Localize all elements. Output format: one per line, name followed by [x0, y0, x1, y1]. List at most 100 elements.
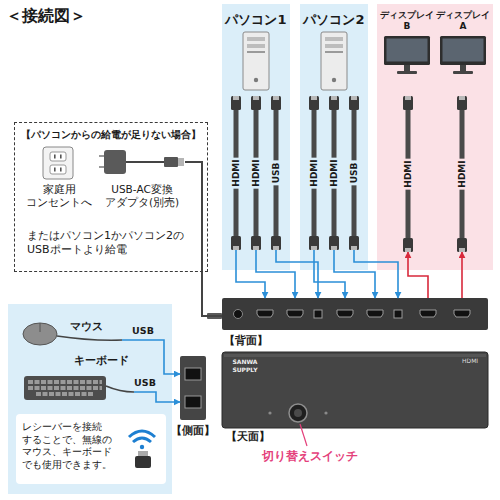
usb-a-port: [185, 396, 201, 408]
cable-plug: [273, 246, 279, 250]
rear-panel: 【背面】: [222, 298, 488, 330]
node-label: USB-AC変換 アダプタ(別売): [99, 183, 185, 209]
mouse-cord: [57, 336, 122, 340]
cable-plug: [253, 96, 259, 100]
cable-plug: [251, 236, 261, 250]
side-panel: 【側面】: [180, 356, 206, 420]
cable-connector: [349, 96, 398, 298]
outlet-icon: [60, 155, 62, 159]
node-label: キーボード: [74, 354, 129, 368]
switch-dial: [289, 404, 307, 422]
cable-plug: [311, 96, 317, 100]
cable-plug: [403, 96, 413, 110]
receiver-icon: [135, 456, 151, 468]
hdmi-port: [420, 310, 436, 317]
adapter-cord: [126, 161, 164, 163]
pc-panel-ground: [300, 4, 368, 270]
cable-label: HDMI: [457, 158, 468, 189]
node-label: 【側面】: [171, 424, 215, 438]
cable-label: HDMI: [329, 157, 340, 188]
monitor-icon: [404, 65, 410, 71]
input-panel-ground: [8, 304, 172, 494]
signal-wire: [354, 250, 398, 298]
leader-line: [300, 424, 307, 446]
dc-jack: [234, 310, 243, 319]
hdmi-port: [287, 310, 303, 317]
keyboard-icon: [36, 392, 94, 396]
node-label: パソコン1: [222, 12, 290, 28]
hdmi-port: [367, 310, 383, 317]
outlet-icon: [54, 168, 56, 172]
tower-icon: [321, 32, 347, 90]
monitor-icon: [453, 71, 473, 74]
adapter-icon: [104, 150, 126, 174]
tower-icon: [254, 78, 258, 82]
brand-logo: SANWA SUPPLY: [230, 358, 260, 373]
cable-plug: [271, 96, 281, 110]
cable-plug: [351, 246, 357, 250]
cable-plug: [309, 236, 319, 250]
cable-plug: [459, 96, 465, 100]
cable-plug: [403, 238, 413, 252]
outlet-icon: [50, 165, 66, 174]
cable-plug: [273, 96, 279, 100]
keyboard-cord: [106, 386, 134, 392]
cable-plug: [405, 248, 411, 252]
node-label: ディスプレイ B: [379, 10, 435, 33]
signal-wire: [314, 250, 345, 298]
cable-label: USB: [349, 161, 360, 186]
usb-plug: [164, 157, 178, 167]
cable-connector: [403, 96, 428, 298]
computer-panel: パソコン1: [222, 4, 290, 96]
hdmi-port: [337, 310, 353, 317]
mouse-node: マウス: [22, 318, 122, 348]
display-node: ディスプレイ B: [379, 4, 435, 96]
outlet-icon: [43, 147, 73, 179]
switch-dial: [294, 409, 302, 417]
monitor-icon: [397, 71, 417, 74]
display-node: ディスプレイ A: [435, 4, 491, 96]
power-cord: [185, 162, 222, 316]
outlet-icon: [54, 155, 56, 159]
cable-connector: [251, 96, 295, 298]
display-panel-ground: [377, 4, 493, 270]
side-panel-body: [180, 356, 206, 420]
node-label: 【パソコンからの給電が足りない場合】: [17, 129, 204, 142]
rear-panel-body: [222, 298, 488, 330]
cable-plug: [329, 96, 339, 110]
signal-wire: [134, 392, 180, 402]
keyboard-icon: [24, 376, 106, 400]
cable-plug: [329, 236, 339, 250]
adapter-icon: [99, 166, 104, 168]
cable-plug: [233, 246, 239, 250]
tower-icon: [247, 37, 265, 41]
keyboard-icon: [28, 380, 102, 384]
callout-label: 切り替えスイッチ: [262, 449, 358, 463]
tower-icon: [243, 32, 269, 90]
power-note-box: 【パソコンからの給電が足りない場合】またはパソコン1かパソコン2の USBポート…: [14, 122, 208, 272]
usb-b-port: [394, 310, 402, 318]
tower-icon: [325, 44, 343, 48]
cable-plug: [405, 96, 411, 100]
cable-plug: [251, 96, 261, 110]
cable-plug: [459, 248, 465, 252]
top-panel: 【天面】: [222, 352, 488, 428]
cable-plug: [349, 96, 359, 110]
signal-wire: [236, 250, 265, 298]
node-label: レシーバーを接続 することで、無線の マウス、キーボード でも使用できます。: [22, 421, 120, 471]
cable-connector: [457, 96, 467, 298]
signal-wire: [276, 250, 318, 298]
cable-label: USB: [130, 325, 156, 337]
cable-plug: [351, 96, 357, 100]
cable-connector: [231, 96, 265, 298]
node-label: マウス: [70, 320, 103, 334]
mouse-icon: [40, 323, 41, 332]
signal-wire: [408, 252, 428, 298]
cable-label: HDMI: [309, 157, 320, 188]
usb-plug: [178, 158, 184, 166]
cable-label: USB: [132, 377, 158, 389]
cable-plug: [349, 236, 359, 250]
keyboard-icon: [28, 386, 102, 390]
cable-plug: [231, 236, 241, 250]
